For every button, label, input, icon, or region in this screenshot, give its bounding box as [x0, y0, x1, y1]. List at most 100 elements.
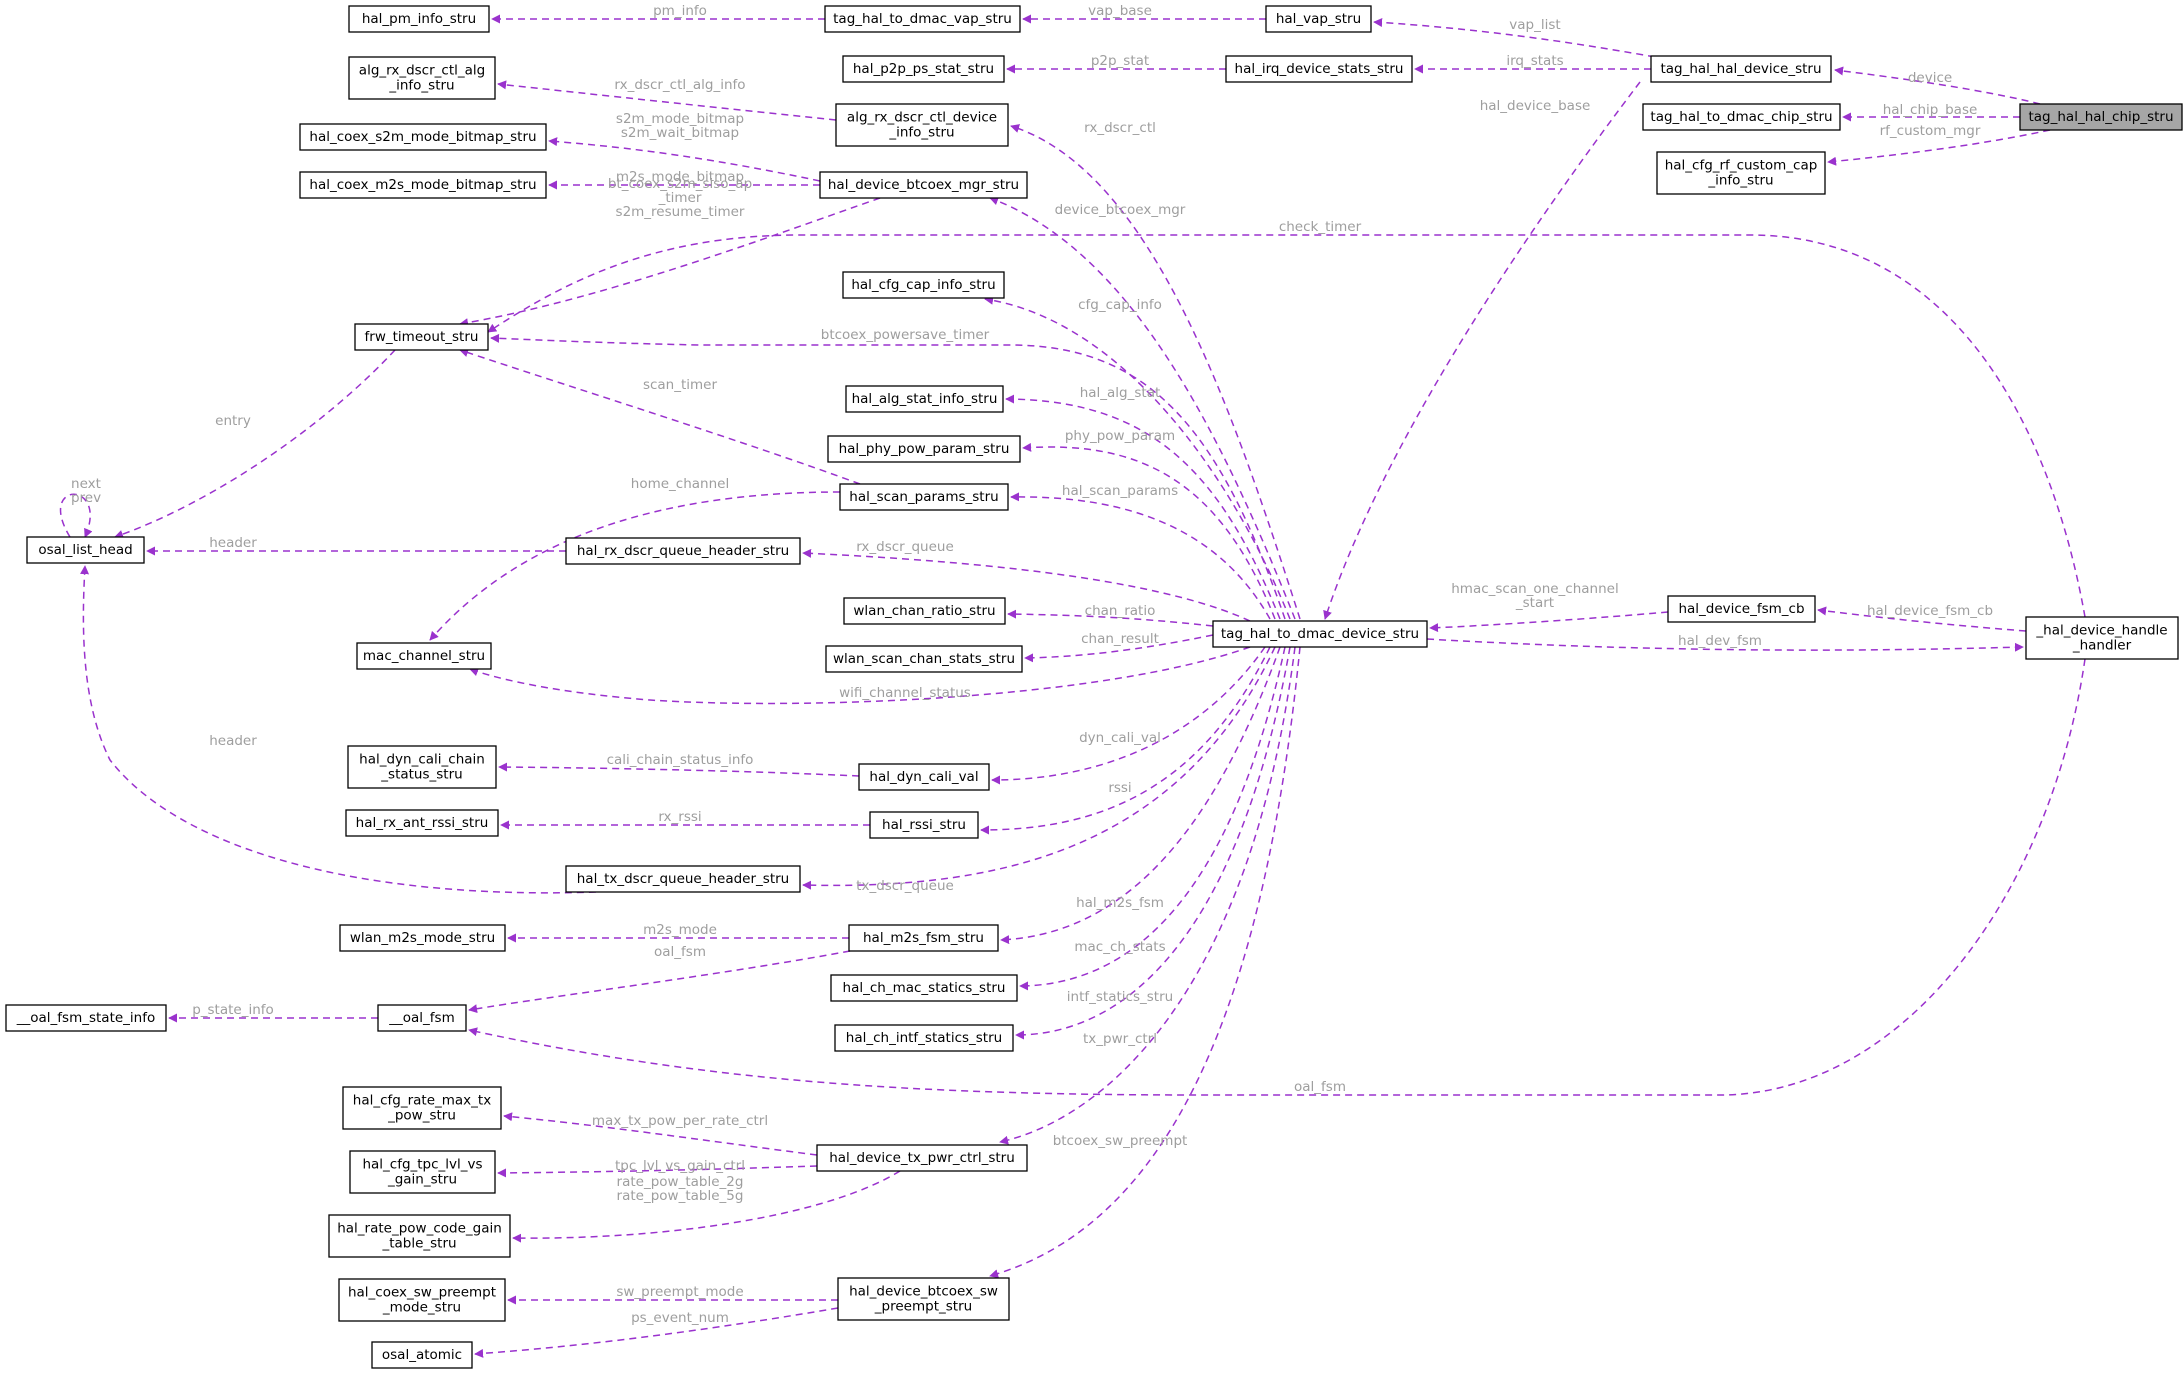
node-ratemax[interactable]: hal_cfg_rate_max_tx_pow_stru [342, 1086, 502, 1130]
node-label: wlan_chan_ratio_stru [853, 603, 995, 619]
node-box[interactable] [1650, 55, 1832, 83]
node-box[interactable] [834, 1024, 1014, 1052]
node-box[interactable] [26, 536, 145, 564]
node-algstat[interactable]: hal_alg_stat_info_stru [845, 385, 1004, 413]
node-box[interactable] [869, 811, 979, 839]
node-handler[interactable]: _hal_device_handle_handler [2025, 616, 2179, 660]
node-box[interactable] [339, 924, 506, 952]
node-box[interactable] [848, 924, 999, 952]
node-box[interactable] [845, 385, 1004, 413]
node-rfcustom[interactable]: hal_cfg_rf_custom_cap_info_stru [1656, 151, 1826, 195]
node-box[interactable] [837, 1277, 1010, 1321]
edge-dyncali: dyn_cali_val [991, 646, 1266, 785]
node-box[interactable] [835, 103, 1009, 147]
node-algrxdev[interactable]: alg_rx_dscr_ctl_device_info_stru [835, 103, 1009, 147]
node-tpc[interactable]: hal_cfg_tpc_lvl_vs_gain_stru [349, 1150, 496, 1194]
node-btcoexmgr[interactable]: hal_device_btcoex_mgr_stru [819, 171, 1028, 199]
node-label: hal_dyn_cali_chain [359, 752, 485, 768]
node-box[interactable] [830, 974, 1018, 1002]
edge-line [474, 1307, 839, 1358]
node-box[interactable] [825, 645, 1023, 673]
node-scanparams[interactable]: hal_scan_params_stru [839, 483, 1009, 511]
node-box[interactable] [824, 5, 1021, 33]
node-box[interactable] [356, 642, 492, 670]
node-antrssi[interactable]: hal_rx_ant_rssi_stru [345, 809, 499, 837]
node-box[interactable] [565, 537, 801, 565]
node-label: hal_irq_device_stats_stru [1235, 61, 1404, 77]
node-macstat[interactable]: hal_ch_mac_statics_stru [830, 974, 1018, 1002]
node-box[interactable] [345, 809, 499, 837]
node-box[interactable] [1225, 55, 1413, 83]
node-fsmcb[interactable]: hal_device_fsm_cb [1667, 595, 1816, 623]
node-haldev[interactable]: tag_hal_hal_device_stru [1650, 55, 1832, 83]
node-box[interactable] [1656, 151, 1826, 195]
node-box[interactable] [349, 1150, 496, 1194]
node-macchan[interactable]: mac_channel_stru [356, 642, 492, 670]
node-dyncali[interactable]: hal_dyn_cali_chain_status_stru [347, 745, 497, 789]
node-box[interactable] [299, 123, 547, 151]
node-box[interactable] [816, 1144, 1028, 1172]
node-box[interactable] [328, 1214, 511, 1258]
node-txpwr[interactable]: hal_device_tx_pwr_ctrl_stru [816, 1144, 1028, 1172]
node-box[interactable] [348, 5, 490, 33]
node-box[interactable] [1212, 620, 1428, 648]
node-s2m[interactable]: hal_coex_s2m_mode_bitmap_stru [299, 123, 547, 151]
node-box[interactable] [354, 323, 489, 351]
node-dmacvap[interactable]: tag_hal_to_dmac_vap_stru [824, 5, 1021, 33]
node-box[interactable] [1667, 595, 1816, 623]
node-box[interactable] [858, 763, 990, 791]
node-cfgcap[interactable]: hal_cfg_cap_info_stru [842, 271, 1005, 299]
node-rssi[interactable]: hal_rssi_stru [869, 811, 979, 839]
node-box[interactable] [338, 1278, 506, 1322]
node-box[interactable] [827, 435, 1021, 463]
edge-chanresult: chan_result [1024, 631, 1214, 663]
node-box[interactable] [348, 56, 496, 100]
node-irq[interactable]: hal_irq_device_stats_stru [1225, 55, 1413, 83]
node-label: alg_rx_dscr_ctl_alg [359, 63, 485, 79]
node-dyncaliv[interactable]: hal_dyn_cali_val [858, 763, 990, 791]
node-chip[interactable]: tag_hal_hal_chip_stru [2019, 103, 2183, 131]
node-box[interactable] [843, 597, 1006, 625]
node-dmacchip[interactable]: tag_hal_to_dmac_chip_stru [1642, 103, 1841, 131]
node-box[interactable] [1265, 5, 1372, 33]
node-box[interactable] [819, 171, 1028, 199]
node-box[interactable] [5, 1004, 167, 1032]
node-oalfsm[interactable]: __oal_fsm [377, 1004, 467, 1032]
node-m2sbm[interactable]: hal_coex_m2s_mode_bitmap_stru [299, 171, 547, 199]
node-box[interactable] [839, 483, 1009, 511]
node-swpreempt[interactable]: hal_coex_sw_preempt_mode_stru [338, 1278, 506, 1322]
node-box[interactable] [842, 271, 1005, 299]
node-scanchan[interactable]: wlan_scan_chan_stats_stru [825, 645, 1023, 673]
edge-label: header [209, 733, 257, 749]
node-box[interactable] [342, 1086, 502, 1130]
node-btcoexsw[interactable]: hal_device_btcoex_sw_preempt_stru [837, 1277, 1010, 1321]
node-algrxinfo[interactable]: alg_rx_dscr_ctl_alg_info_stru [348, 56, 496, 100]
node-frw[interactable]: frw_timeout_stru [354, 323, 489, 351]
node-label: hal_pm_info_stru [362, 11, 476, 27]
node-m2smode[interactable]: wlan_m2s_mode_stru [339, 924, 506, 952]
node-osal[interactable]: osal_list_head [26, 536, 145, 564]
node-p2p[interactable]: hal_p2p_ps_stat_stru [842, 55, 1005, 83]
node-box[interactable] [347, 745, 497, 789]
node-box[interactable] [2025, 616, 2179, 660]
node-box[interactable] [842, 55, 1005, 83]
node-ratepow[interactable]: hal_rate_pow_code_gain_table_stru [328, 1214, 511, 1258]
node-box[interactable] [371, 1341, 473, 1369]
node-atomic[interactable]: osal_atomic [371, 1341, 473, 1369]
node-rxqueue[interactable]: hal_rx_dscr_queue_header_stru [565, 537, 801, 565]
node-pminfo[interactable]: hal_pm_info_stru [348, 5, 490, 33]
edge-label: vap_base [1088, 3, 1152, 19]
node-box[interactable] [565, 865, 801, 893]
node-dmacdev[interactable]: tag_hal_to_dmac_device_stru [1212, 620, 1428, 648]
node-box[interactable] [299, 171, 547, 199]
node-box[interactable] [2019, 103, 2183, 131]
node-box[interactable] [1642, 103, 1841, 131]
node-phypow[interactable]: hal_phy_pow_param_stru [827, 435, 1021, 463]
node-chanratio[interactable]: wlan_chan_ratio_stru [843, 597, 1006, 625]
node-halvap[interactable]: hal_vap_stru [1265, 5, 1372, 33]
node-intfstat[interactable]: hal_ch_intf_statics_stru [834, 1024, 1014, 1052]
node-fsmstate[interactable]: __oal_fsm_state_info [5, 1004, 167, 1032]
node-txqueue[interactable]: hal_tx_dscr_queue_header_stru [565, 865, 801, 893]
node-box[interactable] [377, 1004, 467, 1032]
node-m2sfsm[interactable]: hal_m2s_fsm_stru [848, 924, 999, 952]
